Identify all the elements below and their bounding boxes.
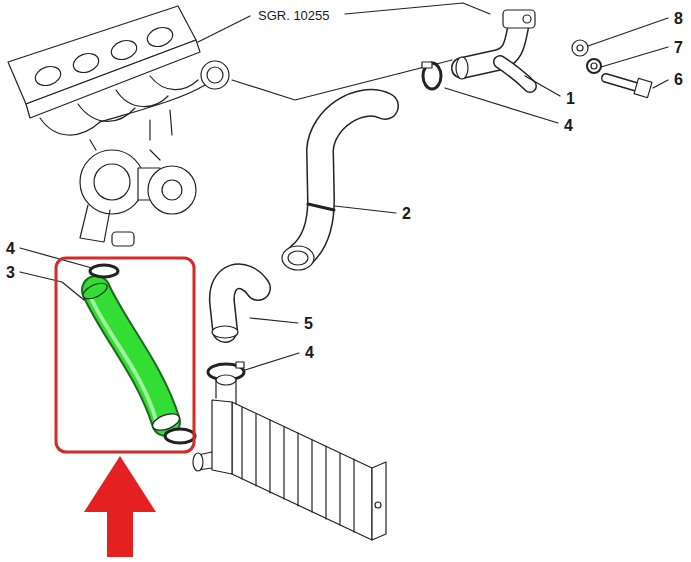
- callout-number: 8: [672, 10, 685, 28]
- callout-number: 7: [672, 39, 685, 57]
- callout-number: 2: [400, 205, 413, 223]
- intake-manifold: [8, 6, 229, 140]
- spring-washer: [587, 59, 601, 73]
- bolt: [606, 78, 652, 98]
- rubber-hose: [282, 103, 385, 270]
- hose-clamp: [422, 62, 441, 89]
- highlight-frame: [56, 258, 194, 452]
- washer: [572, 40, 588, 56]
- red-arrow: [84, 456, 156, 557]
- pipe-elbow: [456, 10, 535, 86]
- part-reference: SGR. 10255: [256, 8, 332, 23]
- rubber-elbow: [212, 276, 258, 338]
- callout-number: 3: [4, 264, 17, 282]
- turbocharger: [80, 140, 196, 246]
- hose-clamp: [90, 265, 195, 443]
- callout-number: 4: [562, 117, 575, 135]
- callout-number: 5: [302, 315, 315, 333]
- callout-number: 1: [564, 90, 577, 108]
- callout-number: 4: [4, 240, 17, 258]
- intercooler: [193, 375, 386, 540]
- callout-number: 6: [672, 71, 685, 89]
- callout-number: 4: [303, 344, 316, 362]
- highlighted-hose: [81, 280, 182, 433]
